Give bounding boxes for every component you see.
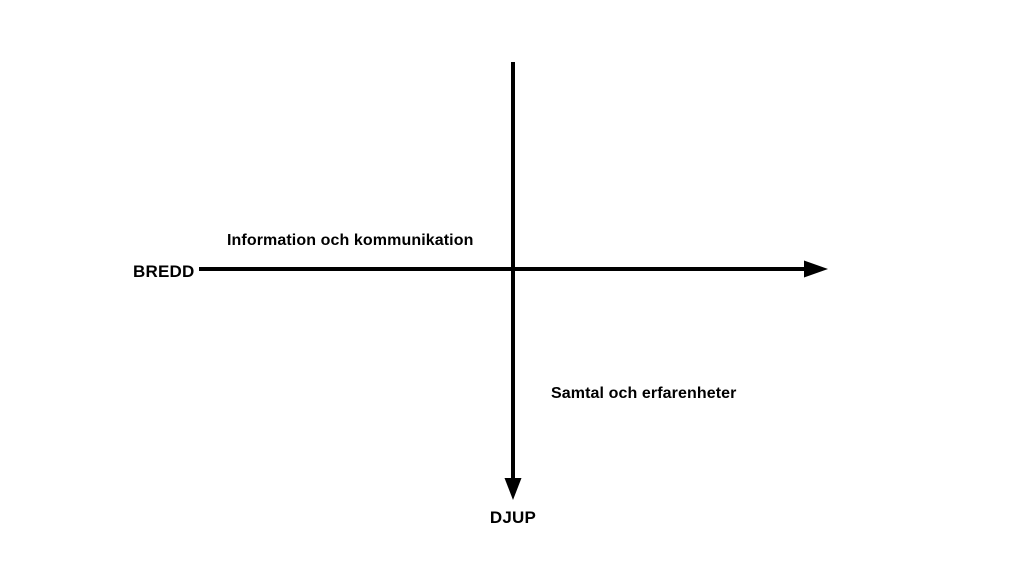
horizontal-axis [199, 260, 828, 278]
down-arrowhead-icon [504, 478, 522, 500]
y-axis-label: DJUP [489, 508, 537, 527]
right-arrowhead-icon [804, 260, 828, 278]
vertical-axis [504, 62, 522, 500]
x-axis-label: BREDD [133, 262, 195, 281]
quadrant-label-samtal-och-erfarenheter: Samtal och erfarenheter [551, 385, 737, 402]
quadrant-label-information-och-kommunikation: Information och kommunikation [227, 232, 474, 249]
